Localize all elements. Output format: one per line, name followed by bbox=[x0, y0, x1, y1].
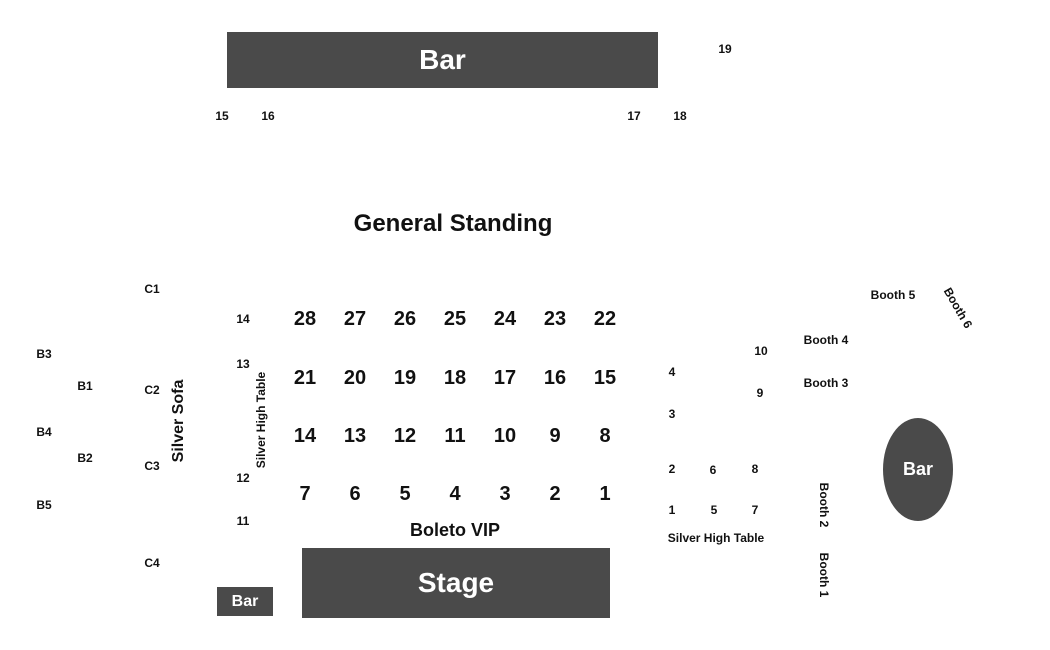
booth-4[interactable]: Booth 4 bbox=[803, 333, 849, 347]
vip-table-14[interactable]: 14 bbox=[293, 425, 317, 447]
vip-table-16[interactable]: 16 bbox=[543, 367, 567, 389]
vip-table-20[interactable]: 20 bbox=[343, 367, 367, 389]
table-b2[interactable]: B2 bbox=[77, 451, 93, 465]
vip-table-23[interactable]: 23 bbox=[543, 308, 567, 330]
right-silver-high-table-label: Silver High Table bbox=[667, 531, 765, 545]
vip-table-2[interactable]: 2 bbox=[549, 483, 561, 505]
vip-table-9[interactable]: 9 bbox=[549, 425, 561, 447]
booth-6[interactable]: Booth 6 bbox=[940, 285, 976, 331]
vip-table-10[interactable]: 10 bbox=[493, 425, 517, 447]
vip-table-25[interactable]: 25 bbox=[443, 308, 467, 330]
vip-table-17[interactable]: 17 bbox=[493, 367, 517, 389]
bar-seat-16[interactable]: 16 bbox=[261, 109, 275, 123]
booth-5[interactable]: Booth 5 bbox=[870, 288, 916, 302]
vip-table-13[interactable]: 13 bbox=[343, 425, 367, 447]
right-high-table-2[interactable]: 2 bbox=[668, 462, 676, 476]
right-high-table-6[interactable]: 6 bbox=[709, 463, 717, 477]
table-b4[interactable]: B4 bbox=[36, 425, 52, 439]
right-high-table-8[interactable]: 8 bbox=[751, 462, 759, 476]
left-silver-high-table-label: Silver High Table bbox=[254, 371, 268, 469]
table-b3[interactable]: B3 bbox=[36, 347, 52, 361]
vip-table-8[interactable]: 8 bbox=[599, 425, 611, 447]
vip-table-15[interactable]: 15 bbox=[593, 367, 617, 389]
vip-table-27[interactable]: 27 bbox=[343, 308, 367, 330]
booth-2[interactable]: Booth 2 bbox=[817, 482, 831, 528]
table-b5[interactable]: B5 bbox=[36, 498, 52, 512]
vip-table-4[interactable]: 4 bbox=[449, 483, 461, 505]
vip-table-24[interactable]: 24 bbox=[493, 308, 517, 330]
right-high-table-9[interactable]: 9 bbox=[756, 386, 764, 400]
vip-table-5[interactable]: 5 bbox=[399, 483, 411, 505]
right-high-table-4[interactable]: 4 bbox=[668, 365, 676, 379]
right-high-table-3[interactable]: 3 bbox=[668, 407, 676, 421]
right-high-table-1[interactable]: 1 bbox=[668, 503, 676, 517]
vip-table-21[interactable]: 21 bbox=[293, 367, 317, 389]
top-bar-area[interactable]: Bar bbox=[227, 32, 658, 88]
vip-table-11[interactable]: 11 bbox=[444, 425, 466, 447]
vip-table-28[interactable]: 28 bbox=[293, 308, 317, 330]
oval-bar-area[interactable]: Bar bbox=[883, 418, 953, 521]
vip-table-19[interactable]: 19 bbox=[393, 367, 417, 389]
table-b1[interactable]: B1 bbox=[77, 379, 93, 393]
left-high-table-11[interactable]: 11 bbox=[236, 514, 250, 528]
vip-table-3[interactable]: 3 bbox=[499, 483, 511, 505]
general-standing-label[interactable]: General Standing bbox=[353, 210, 553, 237]
stage-area[interactable]: Stage bbox=[302, 548, 610, 618]
bar-seat-15[interactable]: 15 bbox=[215, 109, 229, 123]
vip-table-26[interactable]: 26 bbox=[393, 308, 417, 330]
table-c1[interactable]: C1 bbox=[144, 282, 160, 296]
vip-table-18[interactable]: 18 bbox=[443, 367, 467, 389]
bar-seat-18[interactable]: 18 bbox=[673, 109, 687, 123]
small-bar-area[interactable]: Bar bbox=[217, 587, 273, 616]
left-high-table-14[interactable]: 14 bbox=[236, 312, 250, 326]
table-c2[interactable]: C2 bbox=[144, 383, 160, 397]
right-high-table-7[interactable]: 7 bbox=[751, 503, 759, 517]
bar-seat-19[interactable]: 19 bbox=[718, 42, 732, 56]
bar-seat-17[interactable]: 17 bbox=[627, 109, 641, 123]
right-high-table-5[interactable]: 5 bbox=[710, 503, 718, 517]
left-high-table-12[interactable]: 12 bbox=[236, 471, 250, 485]
vip-table-22[interactable]: 22 bbox=[593, 308, 617, 330]
vip-table-6[interactable]: 6 bbox=[349, 483, 361, 505]
vip-table-12[interactable]: 12 bbox=[393, 425, 417, 447]
right-high-table-10[interactable]: 10 bbox=[754, 344, 768, 358]
booth-3[interactable]: Booth 3 bbox=[803, 376, 849, 390]
vip-table-1[interactable]: 1 bbox=[599, 483, 611, 505]
boleto-vip-label: Boleto VIP bbox=[409, 520, 501, 540]
vip-table-7[interactable]: 7 bbox=[299, 483, 311, 505]
booth-1[interactable]: Booth 1 bbox=[817, 552, 831, 598]
table-c3[interactable]: C3 bbox=[144, 459, 160, 473]
silver-sofa-label: Silver Sofa bbox=[170, 379, 187, 463]
table-c4[interactable]: C4 bbox=[144, 556, 160, 570]
left-high-table-13[interactable]: 13 bbox=[236, 357, 250, 371]
